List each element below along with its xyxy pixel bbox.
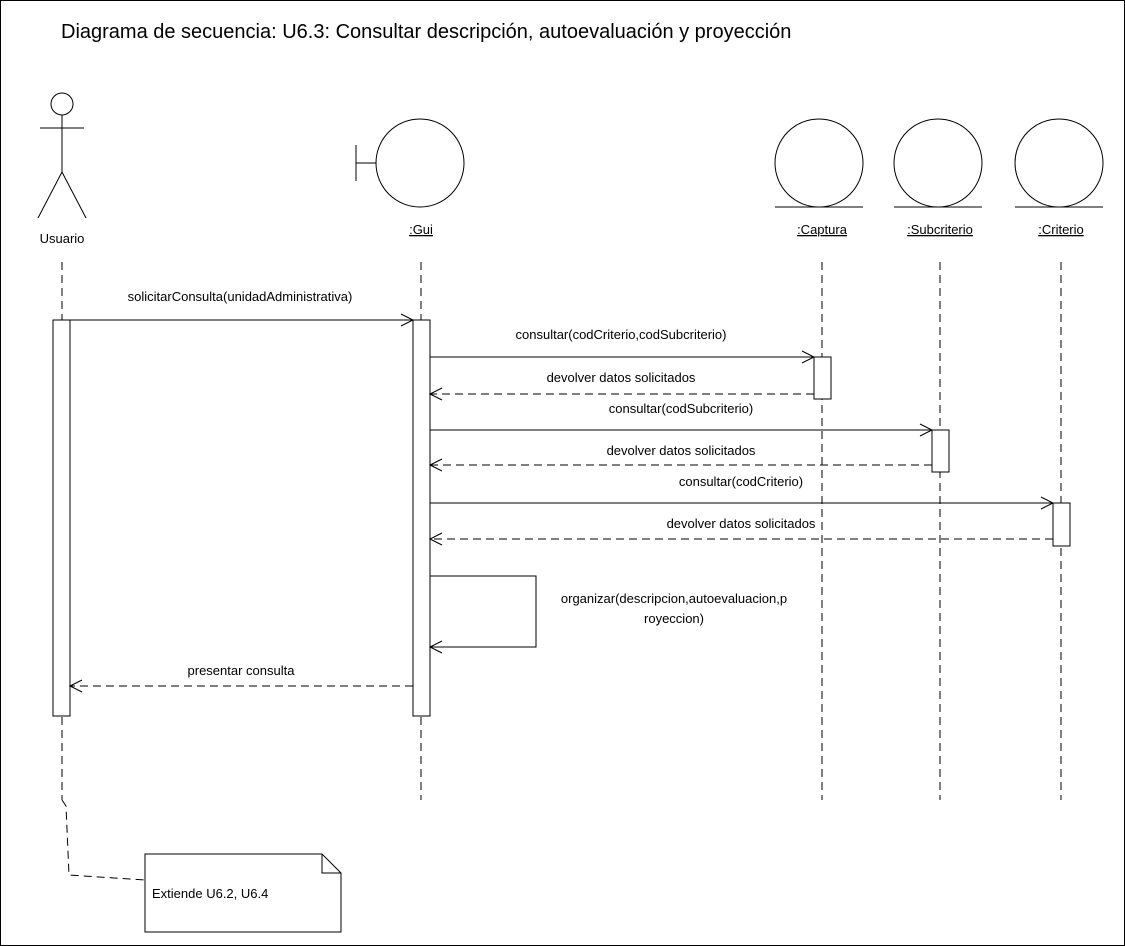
message-consultar-captura: consultar(codCriterio,codSubcriterio) bbox=[430, 327, 816, 364]
message-label: presentar consulta bbox=[188, 663, 296, 678]
entity-captura: :Captura bbox=[774, 118, 864, 237]
diagram-title: Diagrama de secuencia: U6.3: Consultar d… bbox=[61, 21, 791, 43]
message-return-criterio: devolver datos solicitados bbox=[428, 516, 1053, 546]
message-consultar-criterio: consultar(codCriterio) bbox=[430, 474, 1055, 510]
lifeline-gui-label: :Gui bbox=[409, 222, 433, 237]
arrow-head bbox=[428, 458, 443, 472]
activation-criterio bbox=[1052, 502, 1071, 547]
note: Extiende U6.2, U6.4 bbox=[61, 799, 342, 933]
note-fold bbox=[321, 854, 341, 874]
message-label: devolver datos solicitados bbox=[607, 443, 756, 458]
note-shape bbox=[144, 853, 342, 933]
entity-criterio: :Criterio bbox=[1014, 118, 1104, 237]
activation-captura bbox=[813, 356, 832, 400]
message-label-line1: organizar(descripcion,autoevaluacion,p bbox=[561, 591, 787, 606]
message-presentar-consulta: presentar consulta bbox=[68, 663, 413, 693]
boundary-circle bbox=[375, 118, 465, 208]
note-text: Extiende U6.2, U6.4 bbox=[152, 886, 268, 901]
actor-left-leg bbox=[37, 171, 63, 219]
message-label: devolver datos solicitados bbox=[547, 370, 696, 385]
entity-circle bbox=[774, 118, 864, 208]
arrow-head bbox=[400, 313, 415, 327]
boundary-gui: :Gui bbox=[355, 118, 465, 237]
message-label: devolver datos solicitados bbox=[667, 516, 816, 531]
note-connector bbox=[61, 799, 146, 881]
message-label: consultar(codSubcriterio) bbox=[609, 401, 754, 416]
lifeline-captura-label: :Captura bbox=[797, 222, 848, 237]
message-label-line2: royeccion) bbox=[644, 611, 704, 626]
entity-circle bbox=[1014, 118, 1104, 208]
arrow-head bbox=[428, 387, 443, 401]
arrow-head bbox=[428, 640, 443, 654]
arrow-head bbox=[428, 532, 443, 546]
actor-usuario: Usuario bbox=[37, 92, 87, 246]
activation-subcriterio bbox=[931, 429, 950, 473]
activation-usuario bbox=[52, 319, 71, 717]
actor-label: Usuario bbox=[40, 231, 85, 246]
actor-right-leg bbox=[61, 171, 87, 219]
message-label: solicitarConsulta(unidadAdministrativa) bbox=[128, 289, 353, 304]
arrow-head bbox=[68, 679, 83, 693]
message-label: consultar(codCriterio,codSubcriterio) bbox=[516, 327, 727, 342]
message-solicitar-consulta: solicitarConsulta(unidadAdministrativa) bbox=[70, 289, 415, 327]
message-return-subcriterio: devolver datos solicitados bbox=[428, 443, 932, 472]
arrow-head bbox=[801, 350, 816, 364]
actor-head bbox=[50, 92, 74, 116]
lifeline-subcriterio-label: :Subcriterio bbox=[907, 222, 973, 237]
activation-gui bbox=[412, 319, 431, 717]
message-return-captura: devolver datos solicitados bbox=[428, 370, 814, 401]
message-consultar-subcriterio: consultar(codSubcriterio) bbox=[430, 401, 934, 437]
message-label: consultar(codCriterio) bbox=[679, 474, 803, 489]
lifeline-criterio-label: :Criterio bbox=[1038, 222, 1084, 237]
arrow-head bbox=[1040, 496, 1055, 510]
entity-subcriterio: :Subcriterio bbox=[893, 118, 983, 237]
message-line bbox=[430, 575, 537, 648]
entity-circle bbox=[893, 118, 983, 208]
message-organizar-self: organizar(descripcion,autoevaluacion,p r… bbox=[428, 575, 787, 654]
arrow-head bbox=[919, 423, 934, 437]
